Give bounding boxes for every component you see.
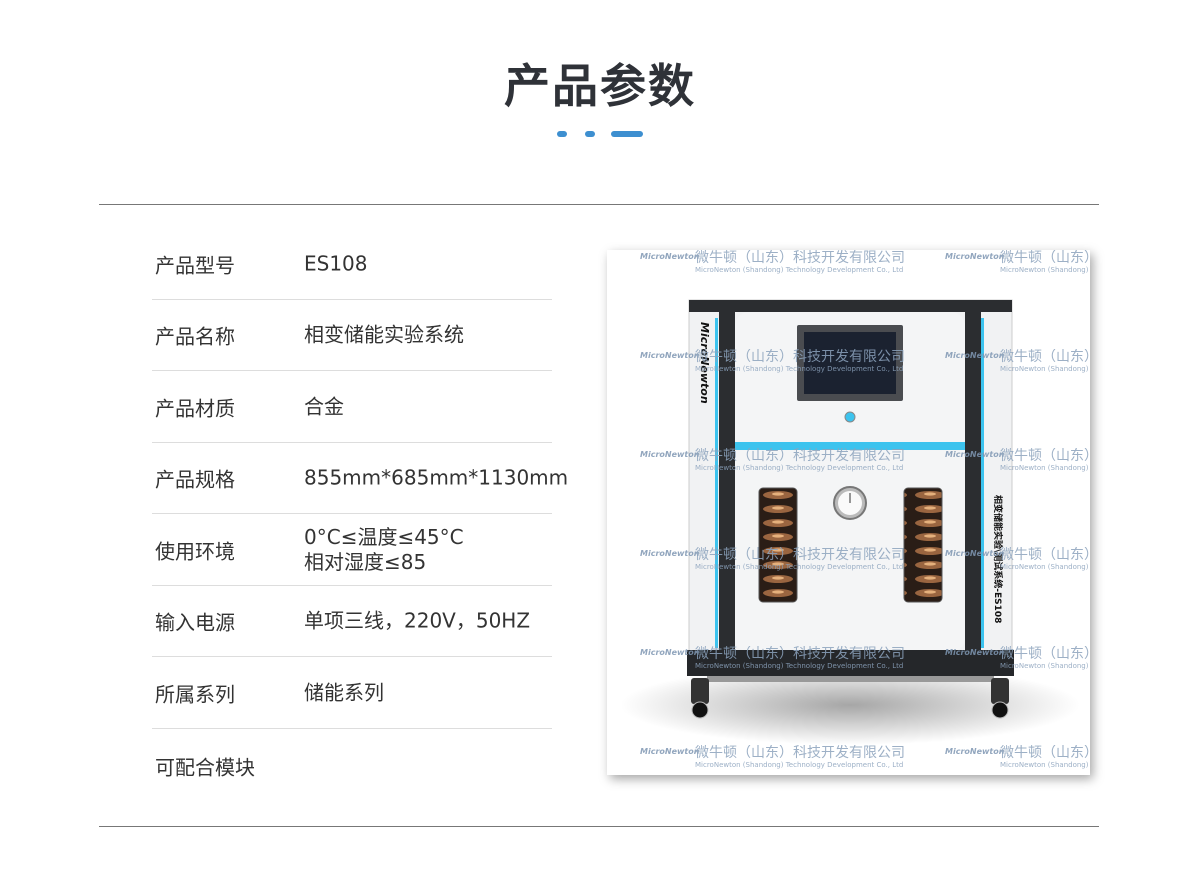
spec-value: 合金 [304,394,344,418]
decor-dot [557,131,567,137]
spec-label: 产品型号 [155,253,235,277]
spec-row-series: 所属系列 储能系列 [152,657,552,729]
spec-label: 使用环境 [155,539,235,563]
divider-bottom [99,826,1099,827]
spec-value: 相变储能实验系统 [304,322,464,346]
spec-label: 产品名称 [155,324,235,348]
decor-dot [585,131,595,137]
spec-label: 可配合模块 [155,755,255,780]
spec-row-material: 产品材质 合金 [152,371,552,443]
spec-value: ES108 [304,251,368,275]
side-label: 相变储能实验\测试系统-ES108 [992,495,1004,623]
divider-top [99,204,1099,205]
page-title: 产品参数 [504,59,696,113]
temperature-range: 0°C≤温度≤45°C [304,524,464,549]
spec-value: 储能系列 [304,680,384,704]
brand-logo: MicroNewton [698,322,711,404]
spec-label: 产品材质 [155,396,235,420]
spec-label: 输入电源 [155,610,235,634]
spec-row-power: 输入电源 单项三线，220V，50HZ [152,585,552,657]
spec-value: 855mm*685mm*1130mm [304,465,569,489]
spec-row-name: 产品名称 相变储能实验系统 [152,299,552,371]
spec-value: 单项三线，220V，50HZ [304,608,531,632]
spec-row-size: 产品规格 855mm*685mm*1130mm [152,442,568,514]
spec-label: 所属系列 [155,682,235,706]
spec-label: 产品规格 [155,467,235,491]
humidity-range: 相对湿度≤85 [304,549,427,574]
product-image: MicroNewton 相变储能实验\测试系统-ES108 MicroNewto… [607,250,1090,775]
spec-row-modules: 可配合模块 [152,730,552,802]
machine-illustration: MicroNewton 相变储能实验\测试系统-ES108 [620,299,1080,745]
decor-bar [611,131,643,137]
spec-row-model: 产品型号 ES108 [152,228,552,300]
